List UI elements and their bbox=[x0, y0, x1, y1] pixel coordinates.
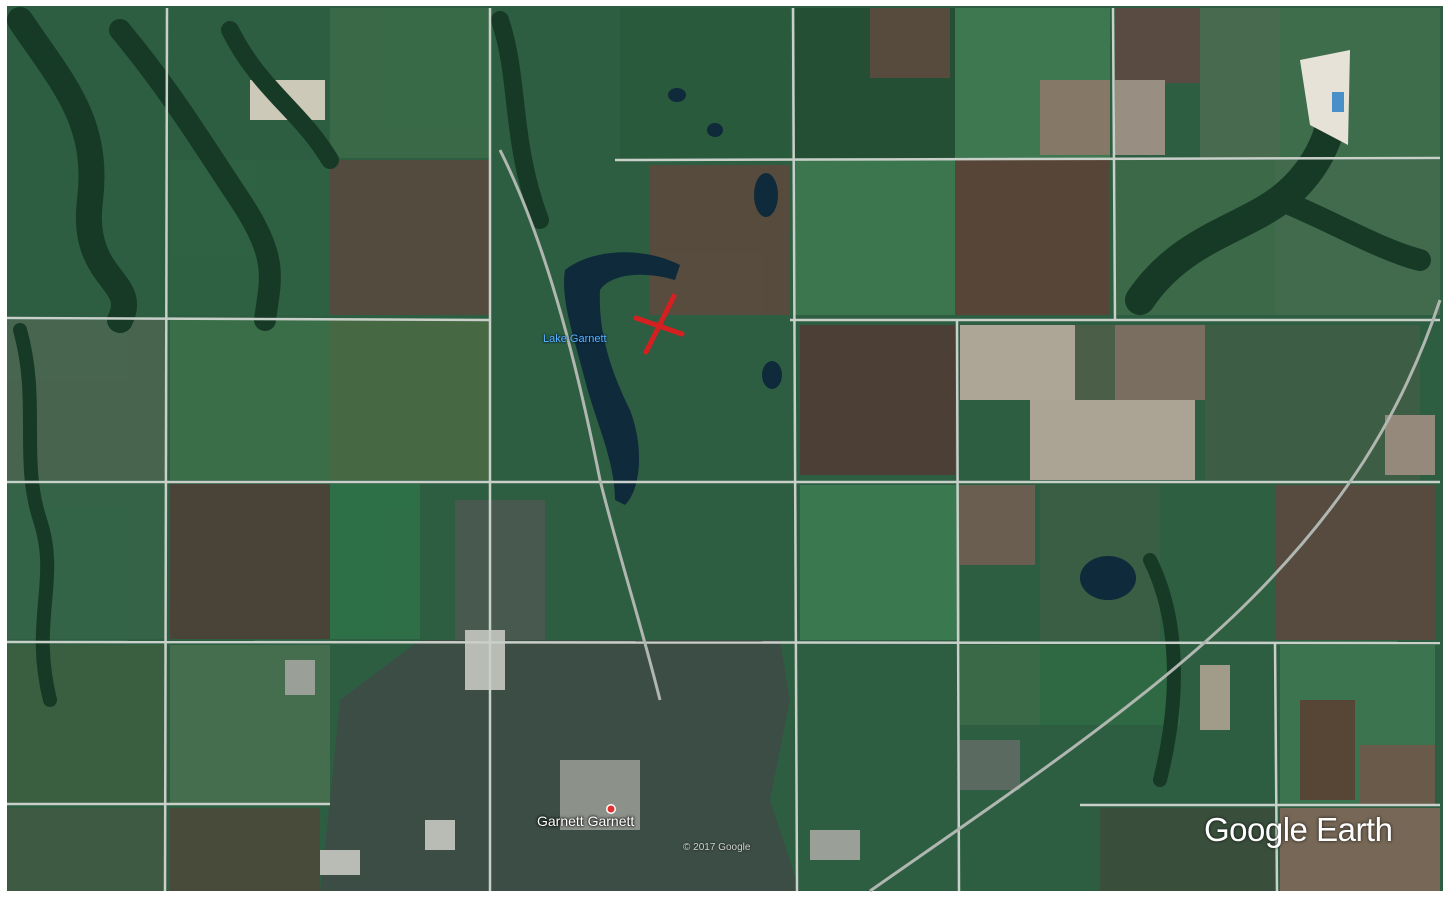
lake-garnett-label: Lake Garnett bbox=[543, 333, 607, 345]
town-label-primary: Garnett bbox=[537, 813, 584, 829]
farm-fields bbox=[7, 8, 1440, 891]
copyright-notice: © 2017 Google bbox=[683, 842, 751, 853]
ponds bbox=[668, 88, 1136, 600]
wooded-creeks bbox=[7, 7, 1431, 787]
red-x-mark-icon bbox=[633, 293, 685, 355]
garnett-town-label: Garnett Garnett bbox=[537, 813, 634, 829]
rail-lines bbox=[498, 149, 1442, 893]
town-label-duplicate: Garnett bbox=[587, 813, 635, 829]
google-earth-logo: Google Earth bbox=[1204, 811, 1393, 848]
town-of-garnett bbox=[285, 500, 1020, 891]
roads bbox=[6, 7, 1441, 892]
quarry bbox=[1300, 50, 1350, 145]
lake-garnett-water bbox=[564, 252, 680, 505]
garnett-place-pin-icon bbox=[606, 804, 616, 814]
